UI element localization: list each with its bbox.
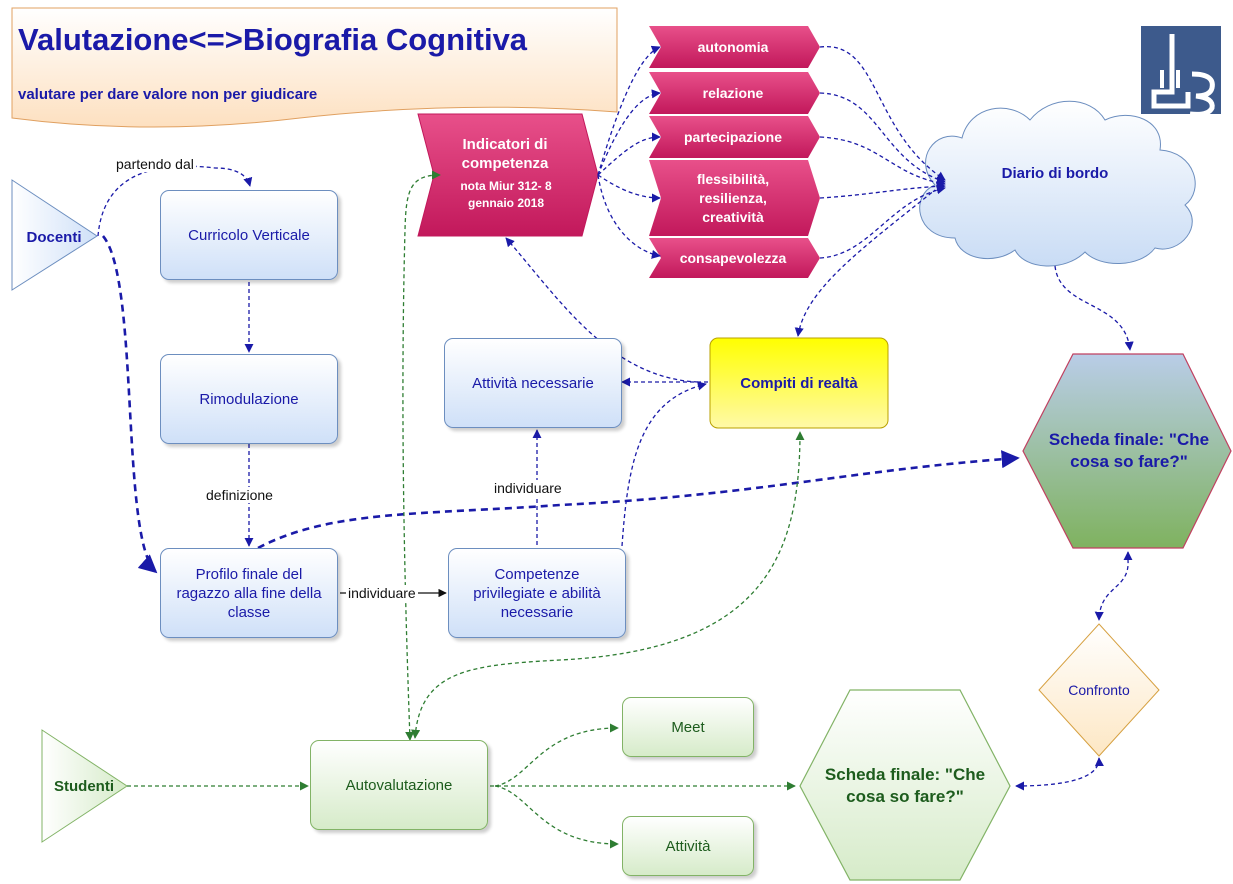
edge-label-partendo: partendo dal [114, 156, 196, 172]
competenze-box: Competenze privilegiate e abilità necess… [448, 548, 626, 638]
edge-label-individuare-competenze: individuare [346, 585, 418, 601]
attivita-box: Attività [622, 816, 754, 876]
attivita-necessarie-box: Attività necessarie [444, 338, 622, 428]
edge-label-individuare-attivita: individuare [492, 480, 564, 496]
curricolo-box: Curricolo Verticale [160, 190, 338, 280]
studenti-label: Studenti [54, 777, 114, 795]
confronto-label: Confronto [1068, 682, 1130, 698]
autonomia-shape [649, 26, 820, 68]
docenti-triangle [11, 179, 98, 291]
scheda-studenti-label: Scheda finale: "Che cosa so fare?" [824, 765, 986, 806]
diario-cloud [919, 100, 1196, 267]
scheda-docenti-label: Scheda finale: "Che cosa so fare?" [1048, 430, 1210, 471]
docenti-label: Docenti [26, 228, 82, 246]
indicatori-note: nota Miur 312- 8 gennaio 2018 [460, 179, 552, 210]
header-banner [11, 7, 618, 128]
studenti-triangle [41, 729, 128, 843]
relazione-label: relazione [702, 85, 764, 101]
relazione-shape [649, 72, 820, 114]
school-logo [1141, 26, 1221, 117]
meet-box: Meet [622, 697, 754, 757]
consapevolezza-shape [649, 238, 820, 278]
flessibilita-label: flessibilità, resilienza, creatività [696, 170, 770, 225]
partecipazione-label: partecipazione [683, 129, 783, 145]
diario-label: Diario di bordo [1001, 164, 1109, 182]
page-title: Valutazione<=>Biografia Cognitiva [18, 22, 528, 57]
page-subtitle: valutare per dare valore non per giudica… [18, 85, 318, 103]
flessibilita-shape [649, 160, 820, 236]
indicatori-title: Indicatori di competenza [461, 136, 549, 172]
confronto-diamond [1038, 623, 1160, 757]
indicatori-shape [417, 113, 599, 237]
rimodulazione-box: Rimodulazione [160, 354, 338, 444]
autovalutazione-box: Autovalutazione [310, 740, 488, 830]
scheda-studenti-hex [799, 689, 1011, 881]
autonomia-label: autonomia [697, 39, 769, 55]
compiti-label: Compiti di realtà [740, 374, 858, 392]
profilo-box: Profilo finale del ragazzo alla fine del… [160, 548, 338, 638]
scheda-docenti-hex [1022, 353, 1232, 549]
edge-label-definizione: definizione [204, 487, 275, 503]
compiti-box [709, 337, 889, 429]
partecipazione-shape [649, 116, 820, 158]
consapevolezza-label: consapevolezza [679, 250, 787, 266]
